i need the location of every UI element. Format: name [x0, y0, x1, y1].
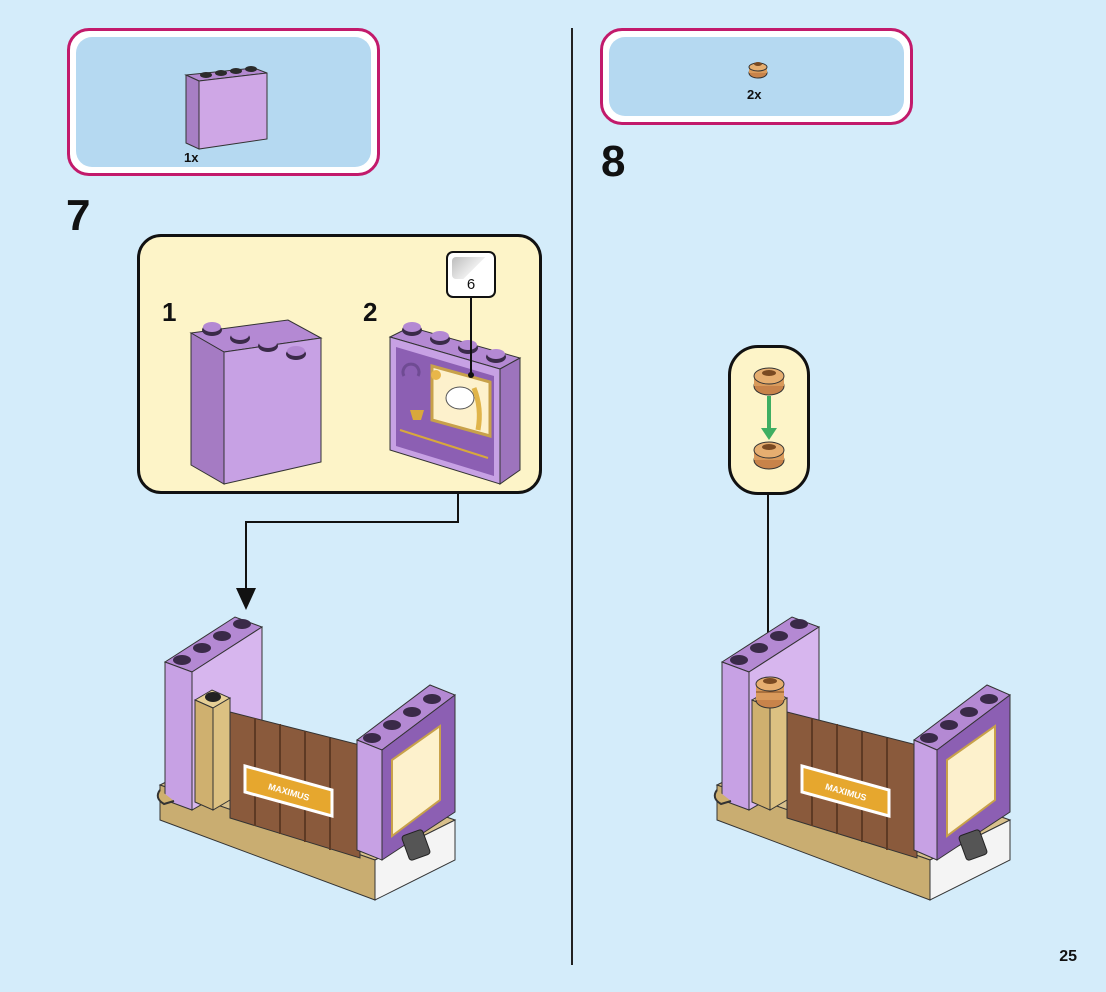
sticker-sheet-icon	[452, 257, 490, 279]
step7-parts-list: 1x	[67, 28, 380, 176]
substep1-number: 1	[162, 297, 177, 327]
step8-parts-list: 2x	[600, 28, 913, 125]
substep1-panel-brick-icon	[189, 319, 323, 485]
step7-part-quantity: 1x	[184, 150, 199, 165]
round-plate-icon	[748, 62, 768, 79]
installed-round-plates	[755, 676, 785, 709]
substep2-number: 2	[363, 297, 378, 327]
step7-arrow-head	[236, 588, 256, 610]
page-divider	[571, 28, 573, 965]
step7-number: 7	[66, 191, 91, 240]
step8-part-quantity: 2x	[747, 87, 762, 102]
round-plate-bottom-icon	[753, 441, 785, 470]
step8-number: 8	[601, 137, 626, 186]
page-number: 25	[1059, 948, 1077, 965]
round-plate-top-icon	[753, 367, 785, 396]
sticker-reference-tag: 6	[446, 251, 496, 298]
step7-assembly-arrow	[245, 494, 459, 592]
lavender-panel-brick-icon	[184, 66, 268, 150]
sticker-number: 6	[466, 276, 476, 293]
